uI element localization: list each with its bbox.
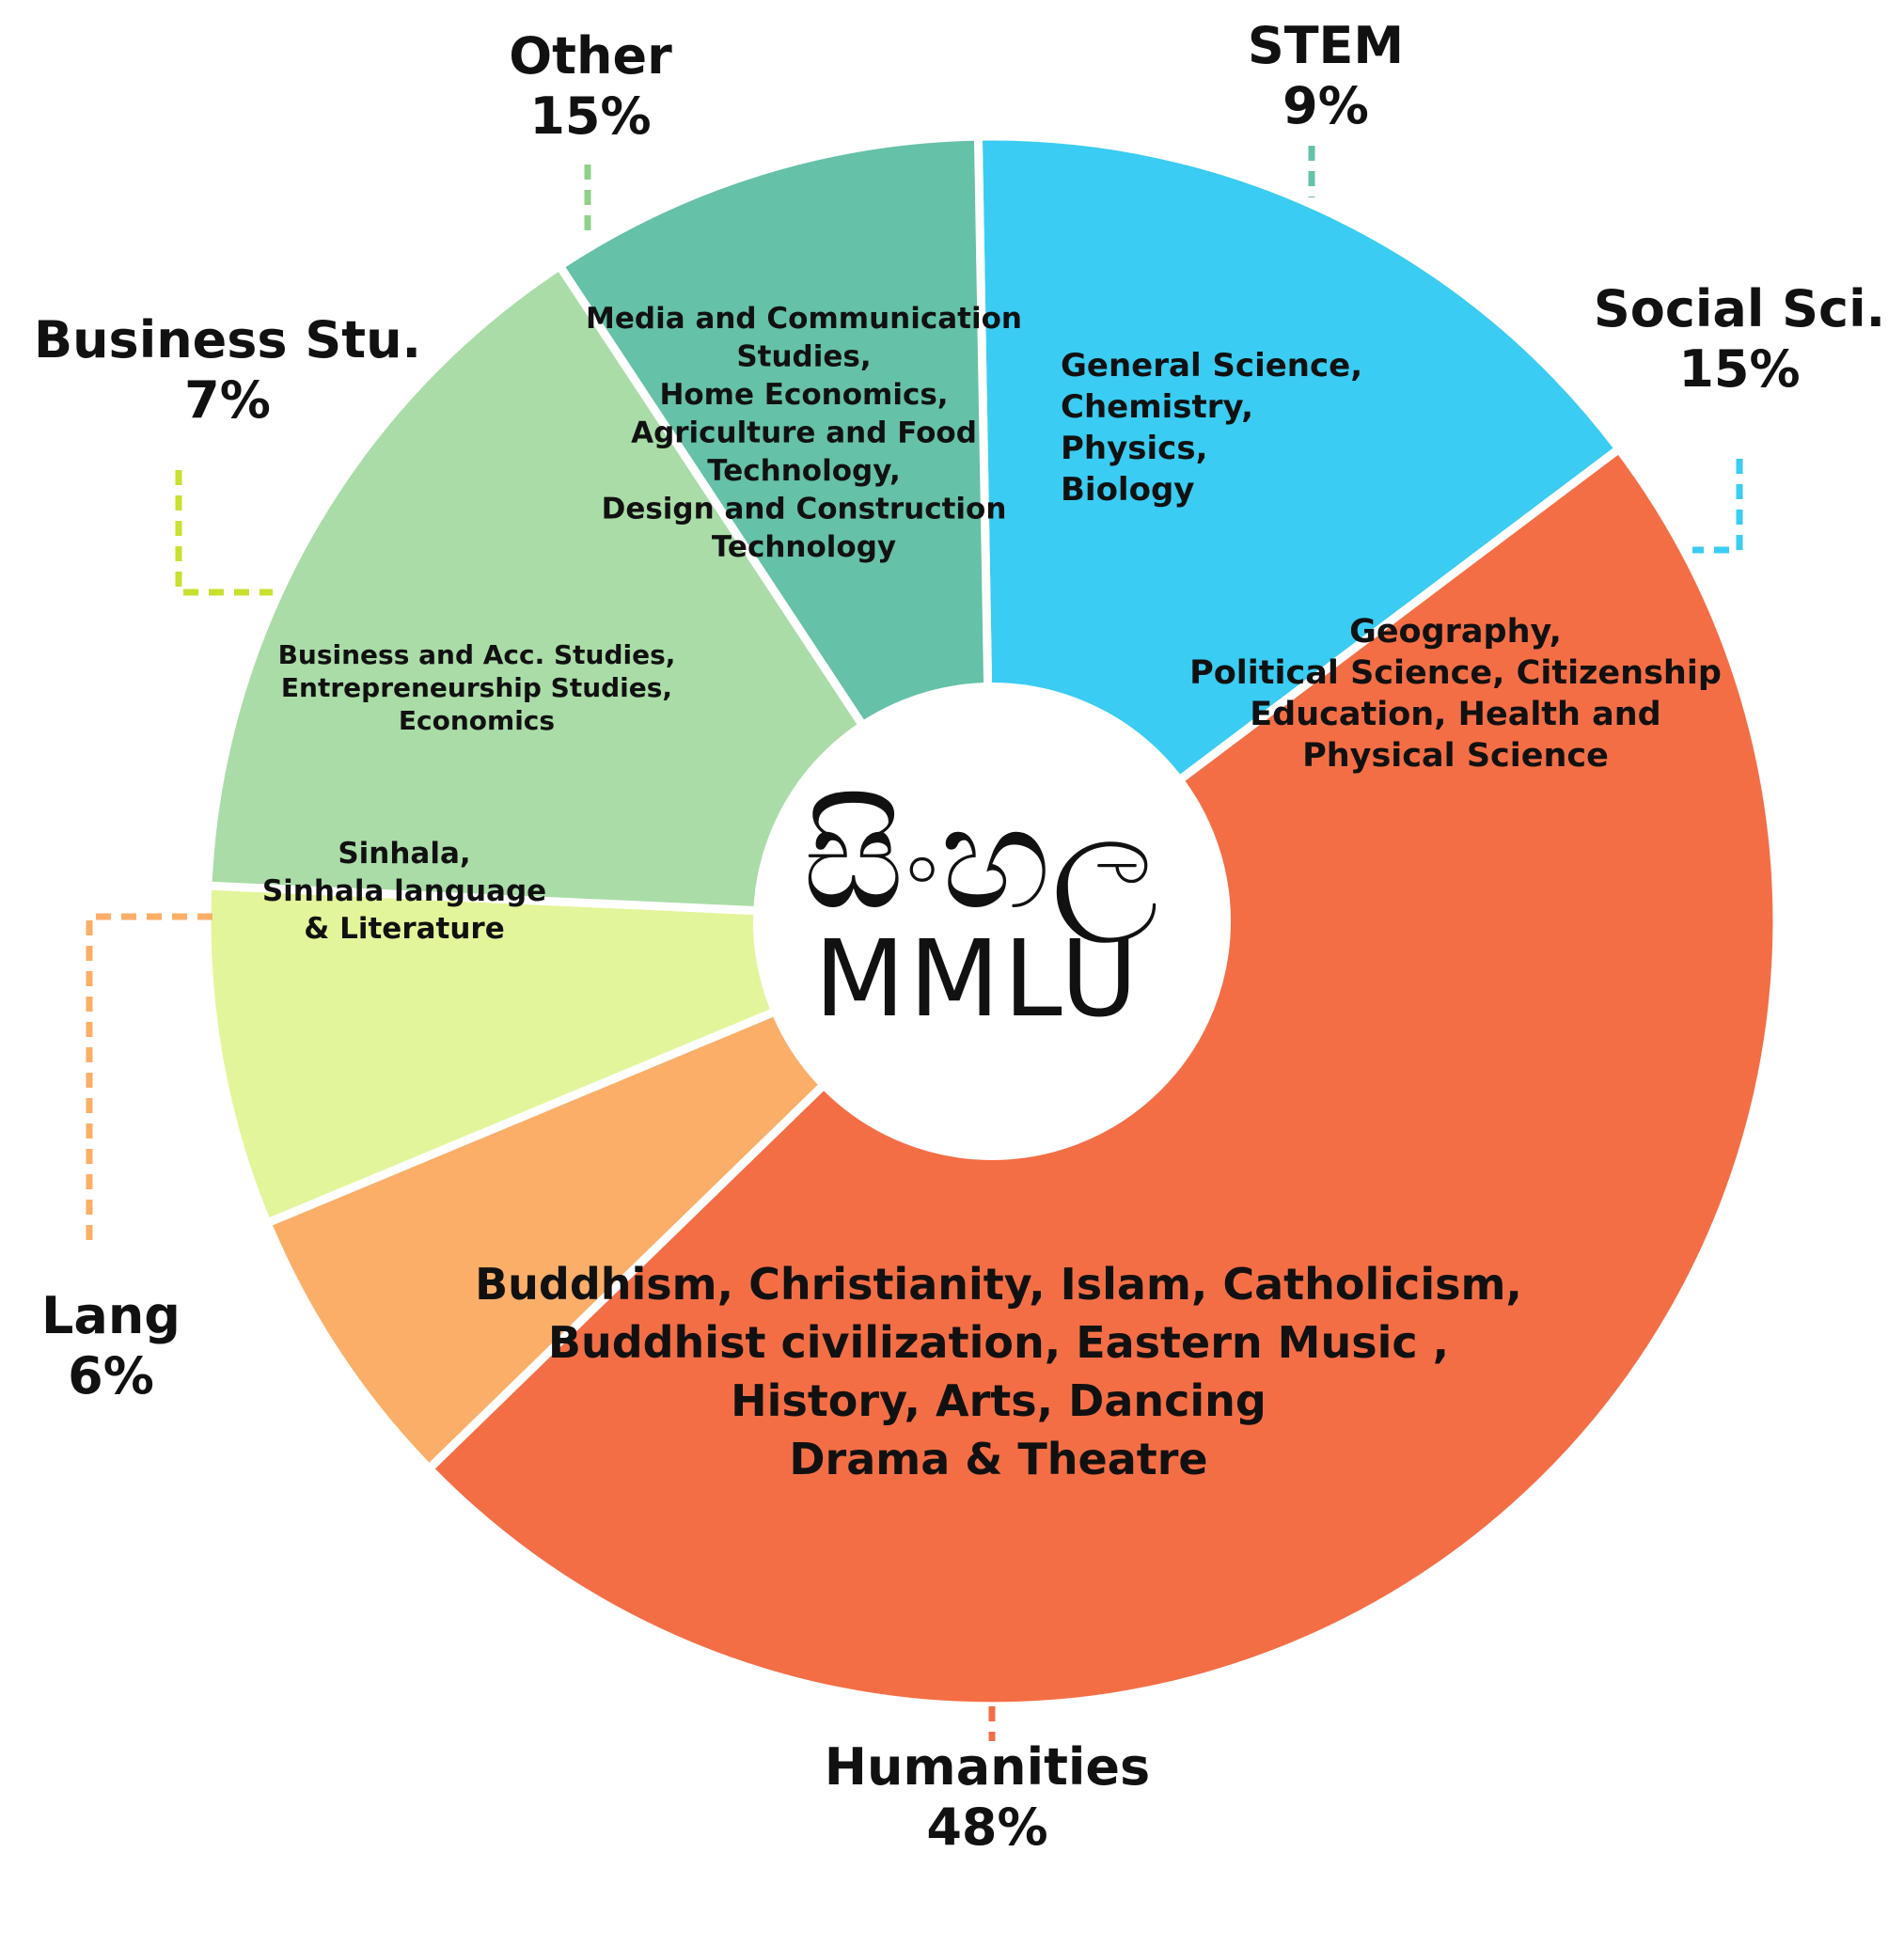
slice-subject-line: Geography,: [1349, 613, 1562, 651]
leader-line: [86, 913, 212, 1250]
slice-subject-line: Sinhala language: [262, 874, 546, 908]
slice-subject-line: Physics,: [1061, 430, 1208, 467]
slice-subject-line: General Science,: [1061, 347, 1362, 385]
slice-subject-line: Business and Acc. Studies,: [278, 639, 676, 670]
slice-subject-line: Buddhism, Christianity, Islam, Catholici…: [475, 1259, 1522, 1310]
slice-subject-line: Media and Communication: [586, 302, 1022, 336]
slice-subject-line: Education, Health and: [1250, 696, 1660, 733]
slice-subject-line: Sinhala,: [338, 837, 470, 871]
slice-subjects: Sinhala,Sinhala language & Literature: [262, 837, 546, 946]
slice-subject-line: & Literature: [304, 912, 504, 946]
category-label: Business Stu.: [34, 310, 421, 369]
slice-subject-line: Entrepreneurship Studies,: [281, 672, 672, 703]
slice-subject-line: Home Economics,: [659, 378, 948, 412]
center-script-label: සිංහල: [803, 777, 1158, 944]
slice-subject-line: Economics: [399, 705, 555, 736]
category-label: Other: [509, 26, 672, 86]
slice-subject-line: Agriculture and Food: [631, 416, 977, 450]
category-percent: 9%: [1282, 76, 1369, 135]
slice-subject-line: Political Science, Citizenship: [1189, 654, 1722, 692]
center-name-label: MMLU: [814, 919, 1141, 1041]
slice-subjects: Buddhism, Christianity, Islam, Catholici…: [475, 1259, 1522, 1484]
category-percent: 7%: [184, 370, 271, 430]
slice-subject-line: Studies,: [736, 340, 871, 374]
leader-line: [1692, 459, 1743, 554]
category-percent: 15%: [529, 86, 651, 146]
slice-subject-line: Physical Science: [1302, 737, 1609, 775]
slice-subject-line: Technology,: [707, 454, 901, 488]
pie-slice-social-sci: [973, 132, 1624, 926]
center-circle: [753, 683, 1231, 1160]
slice-subject-line: Biology: [1061, 471, 1194, 509]
category-label: Humanities: [825, 1737, 1150, 1797]
slice-subjects: Geography,Political Science, Citizenship…: [1189, 613, 1722, 775]
category-label: Social Sci.: [1594, 279, 1885, 338]
category-percent: 48%: [926, 1798, 1047, 1857]
slice-subjects: General Science,Chemistry, Physics, Biolog…: [1061, 347, 1362, 509]
slice-subject-line: Design and Construction: [602, 493, 1007, 526]
slice-subjects: Business and Acc. Studies,Entrepreneursh…: [278, 639, 676, 736]
slice-subject-line: Buddhist civilization, Eastern Music ,: [548, 1317, 1449, 1368]
slice-subject-line: Chemistry,: [1061, 388, 1253, 426]
slice-subject-line: Drama & Theatre: [789, 1434, 1207, 1484]
category-percent: 6%: [68, 1346, 154, 1405]
slice-subject-line: History, Arts, Dancing: [731, 1375, 1267, 1426]
leader-line: [175, 470, 273, 596]
category-percent: 15%: [1678, 339, 1800, 399]
category-label: STEM: [1248, 16, 1404, 75]
category-label: Lang: [41, 1286, 181, 1345]
pie-slice-other: [203, 261, 997, 926]
slice-subject-line: Technology: [712, 530, 896, 564]
